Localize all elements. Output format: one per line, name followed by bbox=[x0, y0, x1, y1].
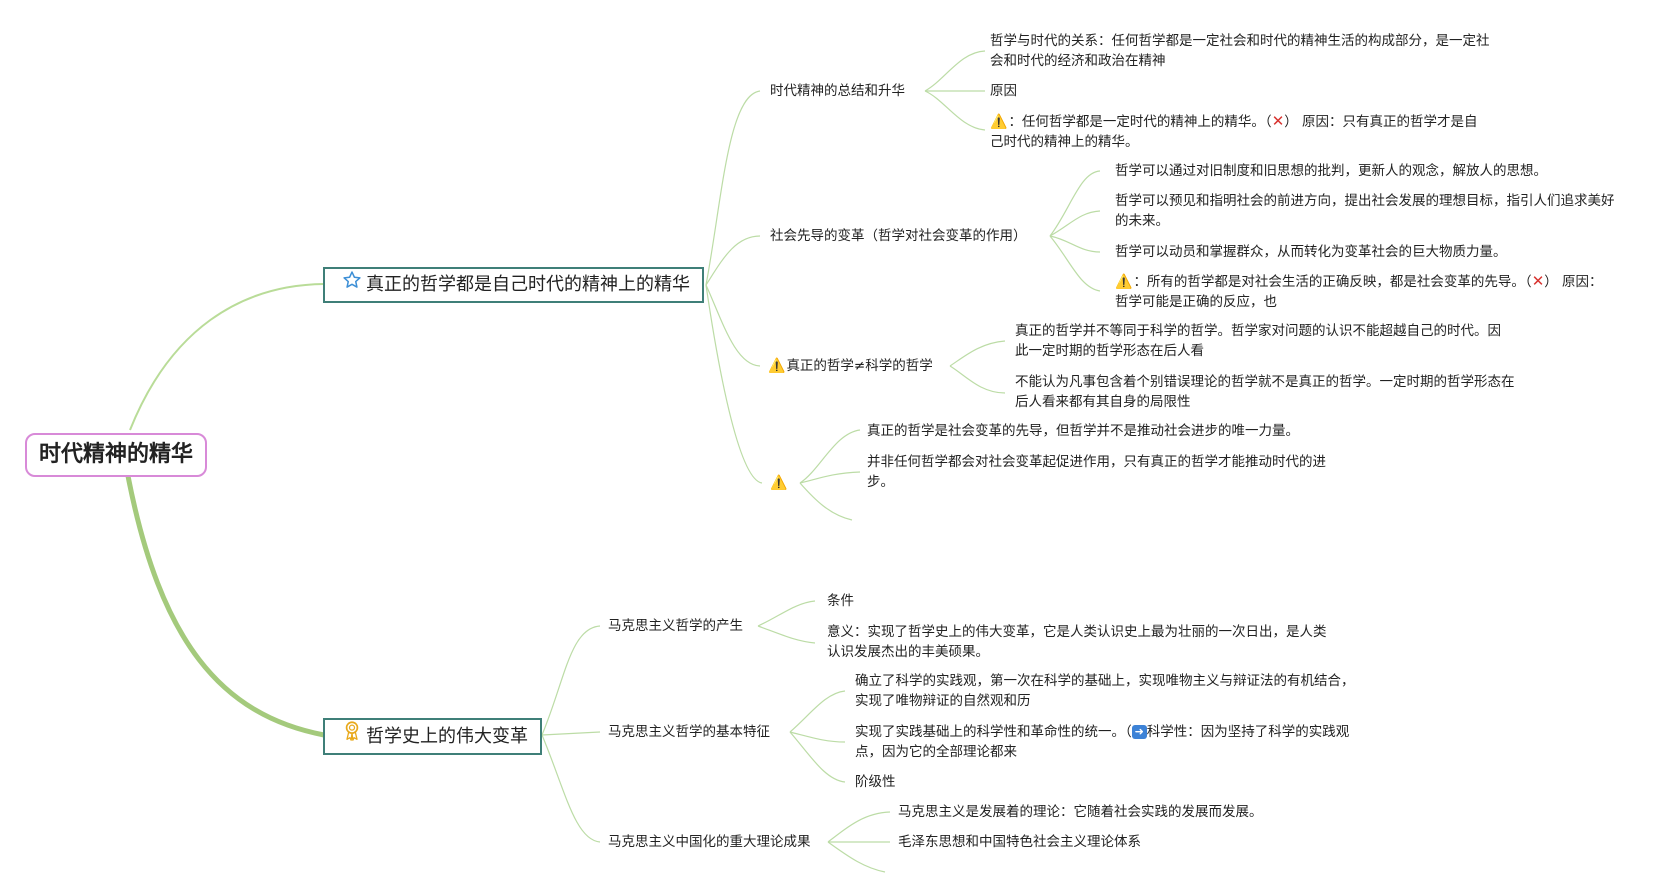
link-b1-t2 bbox=[705, 235, 761, 286]
leaf-science-and-revolution[interactable]: 实现了实践基础上的科学性和革命性的统一。（➜科学性：因为坚持了科学的实践观点，因… bbox=[855, 722, 1355, 762]
subtopic-label: 马克思主义中国化的重大理论成果 bbox=[608, 834, 811, 850]
leaf-scientific-practice[interactable]: 确立了科学的实践观，第一次在科学的基础上，实现唯物主义与辩证法的有机结合，实现了… bbox=[855, 671, 1355, 711]
leaf-warning-all-philosophy[interactable]: ⚠️：所有的哲学都是对社会生活的正确反映，都是社会变革的先导。（✕） 原因：哲学… bbox=[1115, 271, 1615, 312]
leaf-text: 马克思主义是发展着的理论：它随着社会实践的发展而发展。 bbox=[898, 804, 1263, 820]
link-t3-c2 bbox=[949, 365, 1006, 394]
root-topic-label: 时代精神的精华 bbox=[39, 442, 194, 467]
leaf-text: ：所有的哲学都是对社会生活的正确反映，都是社会变革的先导。（ bbox=[1133, 274, 1532, 290]
cross-mark-icon: ✕ bbox=[1271, 112, 1285, 130]
subtopic-label: 真正的哲学≠科学的哲学 bbox=[786, 358, 933, 374]
warning-icon: ⚠️ bbox=[1115, 274, 1133, 290]
cross-mark-icon: ✕ bbox=[1531, 272, 1545, 290]
link-t2-c1 bbox=[1049, 170, 1101, 237]
link-b2t2-c3 bbox=[789, 731, 846, 783]
leaf-reason[interactable]: 原因 bbox=[990, 81, 1017, 101]
subtopic-marxism-features[interactable]: 马克思主义哲学的基本特征 bbox=[608, 722, 770, 742]
leaf-text: 并非任何哲学都会对社会变革起促进作用，只有真正的哲学才能推动时代的进步。 bbox=[867, 454, 1326, 490]
link-t1-c3 bbox=[924, 90, 986, 131]
leaf-text: 哲学与时代的关系：任何哲学都是一定社会和时代的精神生活的构成部分，是一定社会和时… bbox=[990, 33, 1490, 69]
leaf-class-nature[interactable]: 阶级性 bbox=[855, 772, 896, 792]
root-topic[interactable]: 时代精神的精华 bbox=[25, 433, 208, 477]
link-b2t3-c1 bbox=[827, 811, 891, 843]
leaf-mao-thought[interactable]: 毛泽东思想和中国特色社会主义理论体系 bbox=[898, 832, 1141, 852]
leaf-text: 原因 bbox=[990, 83, 1017, 99]
leaf-errors-not-disqualify[interactable]: 不能认为凡事包含着个别错误理论的哲学就不是真正的哲学。一定时期的哲学形态在后人看… bbox=[1015, 372, 1515, 412]
link-b2-t1 bbox=[541, 625, 601, 736]
leaf-text-tail: 科学性：因为坚持了科学的实践观点，因为它的全部理论都来 bbox=[855, 724, 1350, 760]
subtopic-label: 马克思主义哲学的产生 bbox=[608, 618, 743, 634]
leaf-text-tail: ） 原因：哲学可能是正确的反应，也 bbox=[1115, 274, 1603, 310]
leaf-text: ：任何哲学都是一定时代的精神上的精华。（ bbox=[1008, 114, 1272, 130]
subtopic-label: 社会先导的变革（哲学对社会变革的作用） bbox=[770, 228, 1027, 244]
main-topic-great-revolution[interactable]: 哲学史上的伟大变革 bbox=[323, 718, 542, 755]
link-t2-c4 bbox=[1049, 235, 1101, 292]
root-link-branch2 bbox=[125, 475, 325, 738]
leaf-text: 真正的哲学并不等同于科学的哲学。哲学家对问题的认识不能超越自己的时代。因此一定时… bbox=[1015, 323, 1501, 359]
warning-icon: ⚠️ bbox=[770, 475, 788, 491]
leaf-mobilize-masses[interactable]: 哲学可以动员和掌握群众，从而转化为变革社会的巨大物质力量。 bbox=[1115, 242, 1507, 262]
right-arrow-icon: ➜ bbox=[1131, 725, 1147, 739]
leaf-critique-old-systems[interactable]: 哲学可以通过对旧制度和旧思想的批判，更新人的观念，解放人的思想。 bbox=[1115, 161, 1547, 181]
link-b1-t1 bbox=[705, 90, 761, 286]
link-t1-c1 bbox=[924, 50, 986, 92]
leaf-text: 真正的哲学是社会变革的先导，但哲学并不是推动社会进步的唯一力量。 bbox=[867, 423, 1299, 439]
subtopic-social-change-pioneer[interactable]: 社会先导的变革（哲学对社会变革的作用） bbox=[770, 226, 1027, 246]
warning-icon: ⚠️ bbox=[768, 358, 786, 374]
subtopic-true-vs-scientific[interactable]: ⚠️真正的哲学≠科学的哲学 bbox=[768, 356, 933, 376]
leaf-conditions[interactable]: 条件 bbox=[827, 591, 854, 611]
link-t3-c1 bbox=[949, 340, 1006, 367]
subtopic-warning-pioneer[interactable]: ⚠️ bbox=[770, 473, 788, 493]
leaf-relation-with-era[interactable]: 哲学与时代的关系：任何哲学都是一定社会和时代的精神生活的构成部分，是一定社会和时… bbox=[990, 31, 1490, 71]
link-b2-t3 bbox=[541, 734, 601, 843]
leaf-text: 阶级性 bbox=[855, 774, 896, 790]
leaf-text: 实现了实践基础上的科学性和革命性的统一。（ bbox=[855, 724, 1132, 740]
link-b2t2-c2 bbox=[789, 731, 846, 743]
leaf-warning-any-philosophy[interactable]: ⚠️：任何哲学都是一定时代的精神上的精华。（✕） 原因：只有真正的哲学才是自己时… bbox=[990, 111, 1480, 152]
award-ribbon-icon bbox=[341, 720, 363, 753]
link-b2t1-c2 bbox=[757, 625, 816, 644]
leaf-text: 条件 bbox=[827, 593, 854, 609]
warning-icon: ⚠️ bbox=[990, 114, 1008, 130]
subtopic-marxism-origin[interactable]: 马克思主义哲学的产生 bbox=[608, 616, 743, 636]
leaf-only-true-philosophy[interactable]: 并非任何哲学都会对社会变革起促进作用，只有真正的哲学才能推动时代的进步。 bbox=[867, 452, 1347, 492]
leaf-text: 意义：实现了哲学史上的伟大变革，它是人类认识史上最为壮丽的一次日出，是人类认识发… bbox=[827, 624, 1327, 660]
leaf-developing-theory[interactable]: 马克思主义是发展着的理论：它随着社会实践的发展而发展。 bbox=[898, 802, 1263, 822]
subtopic-label: 时代精神的总结和升华 bbox=[770, 83, 905, 99]
leaf-foresee-direction[interactable]: 哲学可以预见和指明社会的前进方向，提出社会发展的理想目标，指引人们追求美好的未来… bbox=[1115, 191, 1615, 231]
leaf-text: 哲学可以通过对旧制度和旧思想的批判，更新人的观念，解放人的思想。 bbox=[1115, 163, 1547, 179]
link-b2-t2 bbox=[541, 731, 601, 736]
root-link-branch1 bbox=[129, 283, 325, 431]
main-topic-true-philosophy[interactable]: 真正的哲学都是自己时代的精神上的精华 bbox=[323, 267, 704, 303]
link-t4-c2 bbox=[799, 471, 861, 484]
leaf-not-equal-scientific[interactable]: 真正的哲学并不等同于科学的哲学。哲学家对问题的认识不能超越自己的时代。因此一定时… bbox=[1015, 321, 1505, 361]
leaf-text-tail: ） 原因：只有真正的哲学才是自己时代的精神上的精华。 bbox=[990, 114, 1478, 150]
subtopic-sinicization[interactable]: 马克思主义中国化的重大理论成果 bbox=[608, 832, 811, 852]
link-t2-c2 bbox=[1049, 210, 1101, 237]
link-b2t1-c1 bbox=[757, 600, 816, 627]
link-b2t2-c1 bbox=[789, 690, 846, 733]
leaf-text: 毛泽东思想和中国特色社会主义理论体系 bbox=[898, 834, 1141, 850]
link-t2-c3 bbox=[1049, 235, 1101, 253]
subtopic-label: 马克思主义哲学的基本特征 bbox=[608, 724, 770, 740]
main-topic-label: 真正的哲学都是自己时代的精神上的精华 bbox=[366, 274, 690, 295]
leaf-text: 确立了科学的实践观，第一次在科学的基础上，实现唯物主义与辩证法的有机结合，实现了… bbox=[855, 673, 1355, 709]
link-b2t3-c3 bbox=[827, 841, 886, 873]
leaf-significance[interactable]: 意义：实现了哲学史上的伟大变革，它是人类认识史上最为壮丽的一次日出，是人类认识发… bbox=[827, 622, 1327, 662]
link-b1-t4 bbox=[705, 284, 763, 484]
leaf-text: 哲学可以预见和指明社会的前进方向，提出社会发展的理想目标，指引人们追求美好的未来… bbox=[1115, 193, 1615, 229]
star-icon bbox=[341, 269, 363, 301]
leaf-not-only-force[interactable]: 真正的哲学是社会变革的先导，但哲学并不是推动社会进步的唯一力量。 bbox=[867, 421, 1299, 441]
main-topic-label: 哲学史上的伟大变革 bbox=[366, 726, 528, 747]
link-t4-c1 bbox=[799, 429, 861, 484]
link-t4-c3 bbox=[799, 482, 853, 521]
leaf-text: 哲学可以动员和掌握群众，从而转化为变革社会的巨大物质力量。 bbox=[1115, 244, 1507, 260]
subtopic-zeitgeist-summary[interactable]: 时代精神的总结和升华 bbox=[770, 81, 905, 101]
leaf-text: 不能认为凡事包含着个别错误理论的哲学就不是真正的哲学。一定时期的哲学形态在后人看… bbox=[1015, 374, 1515, 410]
link-b1-t3 bbox=[705, 284, 761, 367]
